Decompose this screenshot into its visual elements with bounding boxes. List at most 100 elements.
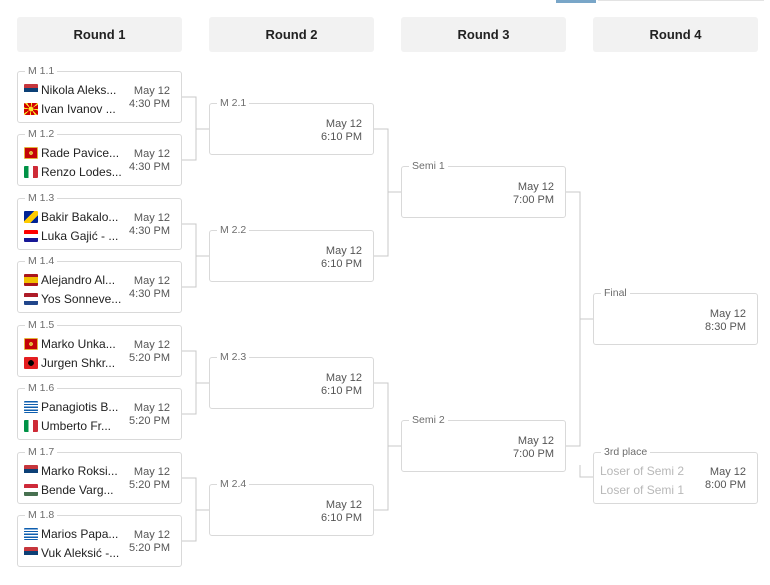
- player-row[interactable]: Yos Sonneve...: [24, 291, 129, 307]
- match-hour: 7:00 PM: [513, 193, 554, 206]
- player-row[interactable]: Bakir Bakalo...: [24, 209, 129, 225]
- match-hour: 4:30 PM: [129, 97, 170, 110]
- top-tab-active[interactable]: [556, 0, 596, 3]
- match-third-place[interactable]: 3rd place Loser of Semi 2 Loser of Semi …: [593, 445, 758, 504]
- match-date: May 12: [133, 529, 170, 541]
- match-date: May 12: [133, 466, 170, 478]
- match-date: May 12: [325, 499, 362, 511]
- macedonia-flag-icon: [24, 103, 38, 115]
- match-1-1[interactable]: M 1.1 Nikola Aleks... Ivan Ivanov ... Ma…: [17, 64, 182, 123]
- match-1-7[interactable]: M 1.7 Marko Roksi... Bende Varg... May 1…: [17, 445, 182, 504]
- match-hour: 5:20 PM: [129, 351, 170, 364]
- match-label: M 1.7: [25, 445, 58, 459]
- match-hour: 6:10 PM: [321, 257, 362, 270]
- player-row[interactable]: Jurgen Shkr...: [24, 355, 129, 371]
- match-hour: 8:30 PM: [705, 320, 746, 333]
- player-row[interactable]: Renzo Lodes...: [24, 164, 129, 180]
- player-row[interactable]: Umberto Fr...: [24, 418, 129, 434]
- match-hour: 6:10 PM: [321, 384, 362, 397]
- match-date: May 12: [133, 339, 170, 351]
- player-placeholder: Loser of Semi 2: [600, 464, 685, 478]
- hungary-flag-icon: [24, 484, 38, 496]
- match-date: May 12: [325, 245, 362, 257]
- match-label: M 2.1: [217, 96, 250, 110]
- netherlands-flag-icon: [24, 293, 38, 305]
- spain-flag-icon: [24, 274, 38, 286]
- match-label: Final: [601, 286, 630, 300]
- player-row[interactable]: Ivan Ivanov ...: [24, 101, 129, 117]
- player-row[interactable]: Panagiotis B...: [24, 399, 129, 415]
- serbia-flag-icon: [24, 84, 38, 96]
- match-label: M 1.2: [25, 127, 58, 141]
- match-label: M 2.3: [217, 350, 250, 364]
- match-hour: 7:00 PM: [513, 447, 554, 460]
- player-row[interactable]: Nikola Aleks...: [24, 82, 129, 98]
- match-date: May 12: [517, 435, 554, 447]
- match-date: May 12: [133, 148, 170, 160]
- player-row[interactable]: Rade Pavice...: [24, 145, 129, 161]
- player-row[interactable]: Marko Roksi...: [24, 463, 129, 479]
- match-hour: 8:00 PM: [705, 478, 746, 491]
- match-hour: 4:30 PM: [129, 224, 170, 237]
- montenegro-flag-icon: [24, 147, 38, 159]
- match-label: M 1.1: [25, 64, 58, 78]
- serbia-flag-icon: [24, 465, 38, 477]
- match-1-4[interactable]: M 1.4 Alejandro Al... Yos Sonneve... May…: [17, 254, 182, 313]
- match-1-3[interactable]: M 1.3 Bakir Bakalo... Luka Gajić - ... M…: [17, 191, 182, 250]
- match-label: M 1.4: [25, 254, 58, 268]
- greece-flag-icon: [24, 528, 38, 540]
- match-hour: 4:30 PM: [129, 160, 170, 173]
- match-1-6[interactable]: M 1.6 Panagiotis B... Umberto Fr... May …: [17, 381, 182, 440]
- match-label: M 1.8: [25, 508, 58, 522]
- player-row[interactable]: Marko Unka...: [24, 336, 129, 352]
- match-hour: 5:20 PM: [129, 541, 170, 554]
- match-label: Semi 2: [409, 413, 448, 427]
- player-row[interactable]: Marios Papa...: [24, 526, 129, 542]
- italy-flag-icon: [24, 420, 38, 432]
- croatia-flag-icon: [24, 230, 38, 242]
- player-row[interactable]: Luka Gajić - ...: [24, 228, 129, 244]
- match-label: M 2.4: [217, 477, 250, 491]
- match-label: M 2.2: [217, 223, 250, 237]
- match-date: May 12: [709, 466, 746, 478]
- match-date: May 12: [325, 372, 362, 384]
- match-date: May 12: [133, 402, 170, 414]
- player-row[interactable]: Bende Varg...: [24, 482, 129, 498]
- albania-flag-icon: [24, 357, 38, 369]
- match-date: May 12: [133, 275, 170, 287]
- round-header-1: Round 1: [17, 17, 182, 52]
- player-row[interactable]: Alejandro Al...: [24, 272, 129, 288]
- match-label: M 1.3: [25, 191, 58, 205]
- bosnia-flag-icon: [24, 211, 38, 223]
- match-date: May 12: [133, 85, 170, 97]
- match-1-5[interactable]: M 1.5 Marko Unka... Jurgen Shkr... May 1…: [17, 318, 182, 377]
- match-hour: 5:20 PM: [129, 414, 170, 427]
- player-row[interactable]: Vuk Aleksić -...: [24, 545, 129, 561]
- match-1-2[interactable]: M 1.2 Rade Pavice... Renzo Lodes... May …: [17, 127, 182, 186]
- match-1-8[interactable]: M 1.8 Marios Papa... Vuk Aleksić -... Ma…: [17, 508, 182, 567]
- round-header-4: Round 4: [593, 17, 758, 52]
